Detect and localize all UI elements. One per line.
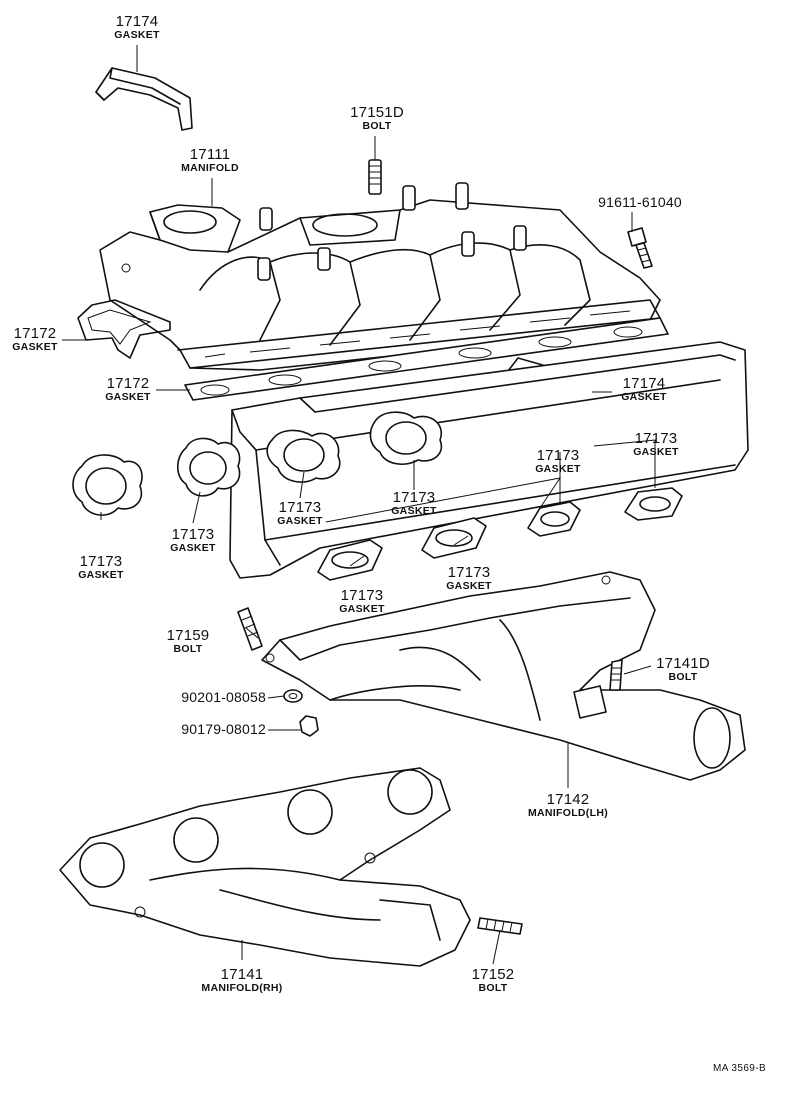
label-manifold-17141-rh: 17141 MANIFOLD(RH) [201, 966, 283, 994]
bolt-17152-drawing [477, 917, 523, 935]
bolt-17151d-drawing [368, 159, 382, 195]
label-gasket-17173-d: 17173 GASKET [446, 564, 492, 592]
label-part-90179-08012: 90179-08012 [181, 721, 266, 737]
label-bolt-17141d: 17141D BOLT [656, 655, 710, 683]
bolt-17141d-drawing [609, 659, 623, 691]
label-manifold-17142-lh: 17142 MANIFOLD(LH) [528, 791, 608, 819]
label-manifold-17111: 17111 MANIFOLD [181, 146, 239, 174]
bolt-17159-drawing [237, 607, 263, 651]
washer-90201-drawing [283, 689, 303, 703]
label-gasket-17173-f: 17173 GASKET [633, 430, 679, 458]
gasket-17173-left-drawing [176, 437, 241, 497]
label-gasket-17172-mid: 17172 GASKET [105, 375, 151, 403]
intake-manifold-17111-drawing [99, 182, 661, 371]
nut-90179-drawing [299, 715, 319, 737]
label-gasket-17173-c: 17173 GASKET [339, 587, 385, 615]
label-part-91611-61040: 91611-61040 [598, 194, 682, 210]
label-gasket-17174-right: 17174 GASKET [621, 375, 667, 403]
gasket-17172-left-drawing [77, 299, 171, 359]
label-part-90201-08058: 90201-08058 [181, 689, 266, 705]
bolt-91611-drawing [627, 227, 653, 269]
valve-cover-drawing [229, 341, 749, 579]
label-bolt-17159: 17159 BOLT [166, 627, 210, 655]
label-gasket-17172-left: 17172 GASKET [12, 325, 58, 353]
label-bolt-17151d: 17151D BOLT [350, 104, 404, 132]
gasket-17172-mid-drawing [184, 317, 669, 401]
label-gasket-17173-far-left: 17173 GASKET [78, 553, 124, 581]
label-gasket-17173-a: 17173 GASKET [277, 499, 323, 527]
exhaust-manifold-rh-drawing [59, 767, 471, 967]
diagram-code: MA 3569-B [713, 1063, 767, 1074]
exhaust-gaskets-row-drawing [317, 487, 683, 581]
exhaust-manifold-lh-drawing [261, 571, 746, 781]
leader-lines [62, 45, 656, 965]
label-gasket-17173-e: 17173 GASKET [535, 447, 581, 475]
label-gasket-17174-top: 17174 GASKET [114, 13, 160, 41]
gasket-17173-far-left-drawing [72, 454, 143, 516]
label-gasket-17173-left: 17173 GASKET [170, 526, 216, 554]
label-bolt-17152: 17152 BOLT [471, 966, 515, 994]
gasket-17174-top-drawing [95, 67, 193, 131]
label-gasket-17173-b: 17173 GASKET [391, 489, 437, 517]
